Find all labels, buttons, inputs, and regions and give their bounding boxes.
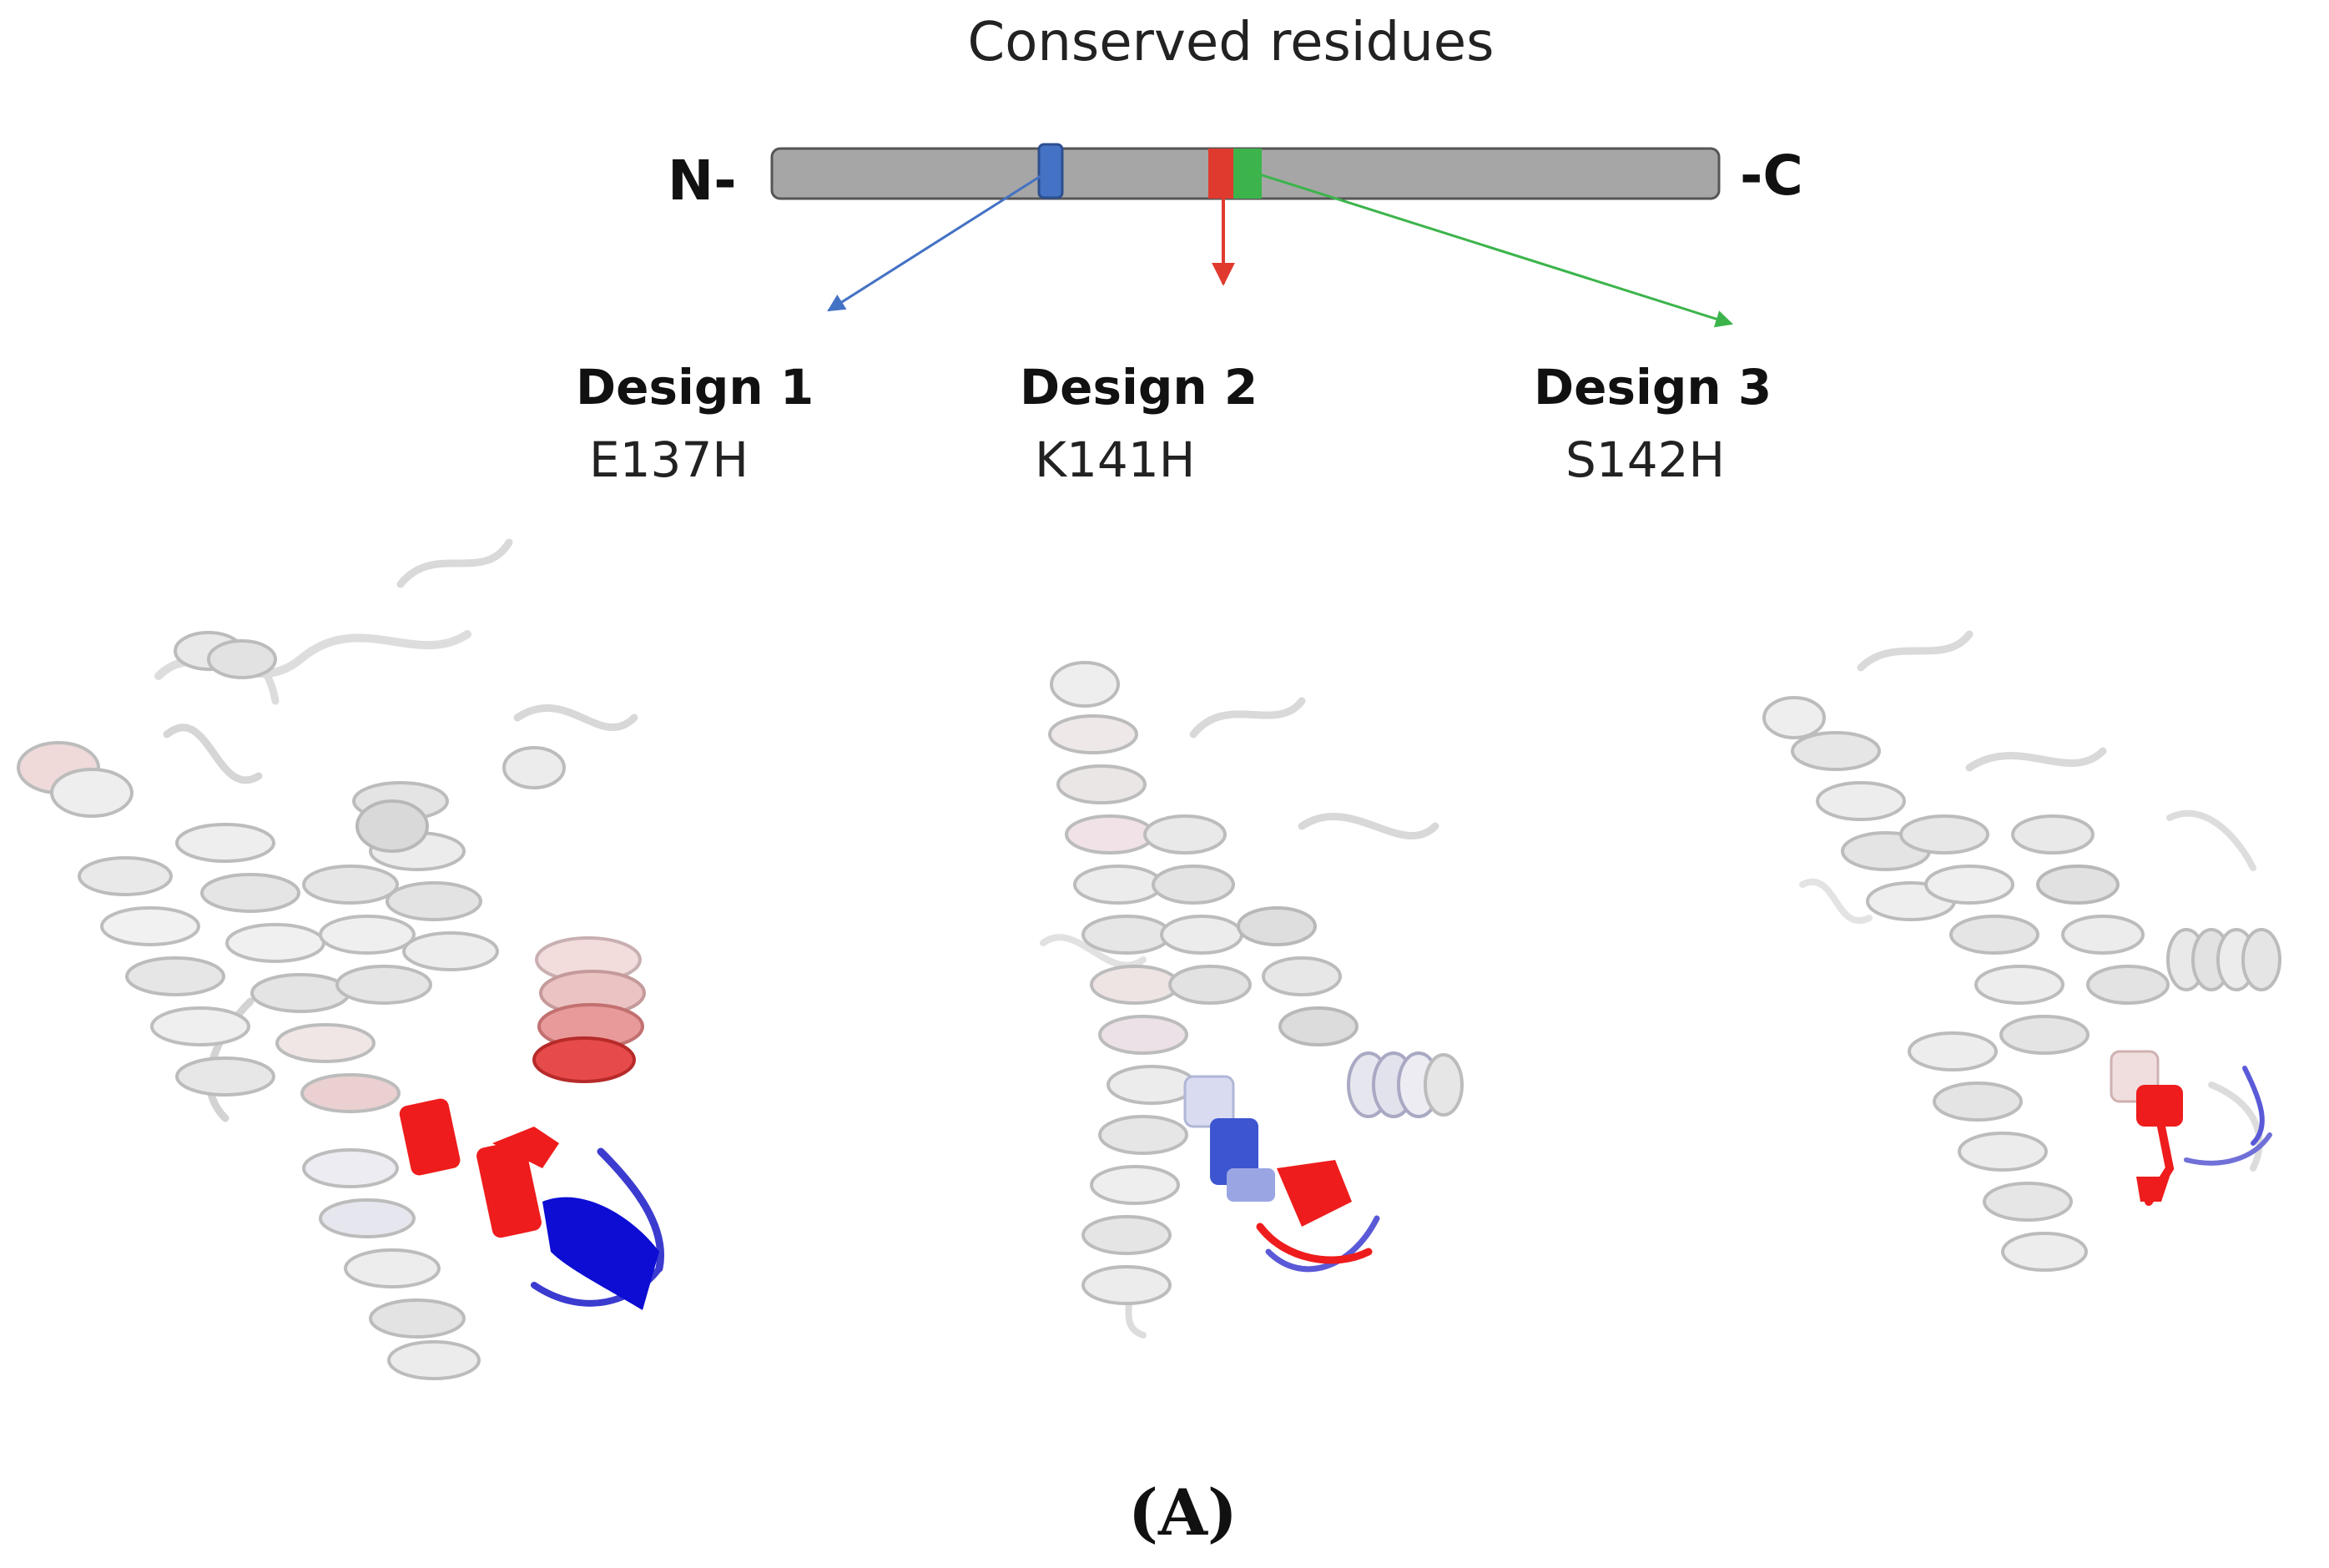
arrow-design-1	[827, 170, 1048, 312]
design-1-mutation: E137H	[589, 431, 749, 488]
residue-marker-design-2	[1208, 149, 1233, 199]
helix-1-red	[399, 1098, 559, 1238]
c-terminus-label: -C	[1740, 144, 1803, 208]
protein-structure-design-1	[17, 538, 664, 1380]
helix-2-red	[1256, 1160, 1373, 1264]
helix-2-lower	[1081, 1065, 1197, 1305]
helix-1c	[302, 865, 432, 1005]
residue-marker-design-1	[1037, 143, 1064, 199]
helix-2c	[1237, 906, 1359, 1046]
helix-1-bottom	[302, 1148, 481, 1380]
helix-1a	[78, 856, 275, 1097]
helix-3a	[1762, 696, 1956, 921]
protein-structure-design-3	[1762, 630, 2281, 1272]
helix-3-lower	[1908, 1031, 2088, 1272]
arrow-design-3	[1251, 170, 1734, 328]
helix-2-colored	[1183, 1075, 1275, 1202]
helix-1-top	[174, 631, 566, 853]
design-1-name: Design 1	[576, 359, 814, 416]
helix-2-right-coil	[1347, 1051, 1464, 1118]
n-terminus-label: N-	[668, 149, 737, 213]
design-2-name: Design 2	[1020, 359, 1258, 416]
helix-1-blue	[542, 1197, 659, 1310]
design-3-name: Design 3	[1534, 359, 1772, 416]
design-2-mutation: K141H	[1035, 431, 1196, 488]
protein-structure-design-2	[1040, 661, 1464, 1339]
helix-2a	[1048, 661, 1188, 1055]
helix-3-right-coil	[2166, 928, 2281, 991]
helix-1-top-left	[17, 741, 134, 818]
helix-1-right-pink	[532, 936, 646, 1083]
helix-1b	[175, 823, 401, 1113]
helix-3-colored	[2110, 1050, 2183, 1206]
design-3-mutation: S142H	[1565, 431, 1726, 488]
helix-2b	[1143, 814, 1252, 1005]
figure-title: Conserved residues	[967, 12, 1495, 73]
panel-label: (A)	[1128, 1475, 1238, 1550]
helix-3b	[1899, 814, 2090, 1055]
helix-3c	[2011, 814, 2170, 1005]
